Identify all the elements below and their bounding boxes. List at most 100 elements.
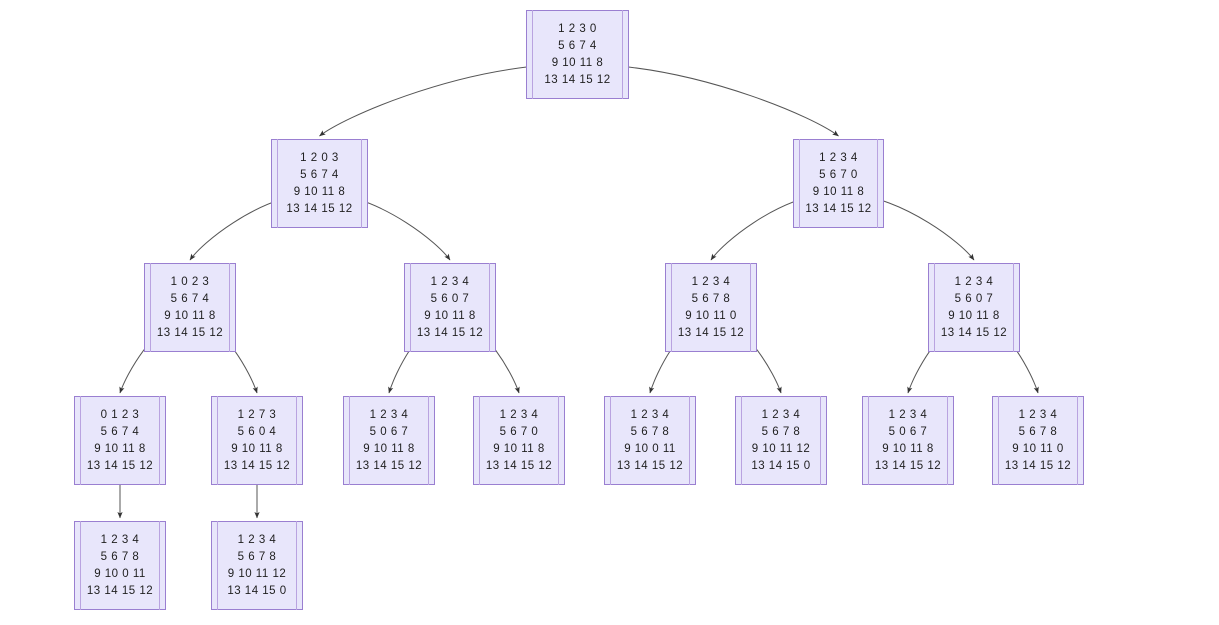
node-grid-row: 5 6 7 4 <box>170 292 210 305</box>
node-grid-row: 1 2 7 3 <box>237 408 277 421</box>
node-grid-row: 9 10 11 8 <box>493 442 545 455</box>
node-grid-row: 13 14 15 12 <box>544 73 611 86</box>
tree-edge <box>608 64 839 137</box>
tree-node[interactable]: 1 2 3 4 5 6 0 7 9 10 11 8 13 14 15 12 <box>928 263 1020 352</box>
node-grid-row: 9 10 11 8 <box>94 442 146 455</box>
node-grid-row: 13 14 15 12 <box>677 326 745 339</box>
node-grid-row: 13 14 15 12 <box>86 584 154 597</box>
node-grid-row: 5 6 7 4 <box>100 425 140 438</box>
node-grid-row: 1 2 3 4 <box>1018 408 1058 421</box>
node-grid-row: 1 2 3 4 <box>888 408 928 421</box>
node-grid: 1 2 0 3 5 6 7 4 9 10 11 8 13 14 15 12 <box>286 150 352 218</box>
node-grid-row: 5 0 6 7 <box>888 425 928 438</box>
node-grid-row: 13 14 15 12 <box>874 459 942 472</box>
node-grid-row: 1 2 3 4 <box>430 275 470 288</box>
node-grid-row: 1 2 3 4 <box>954 275 994 288</box>
node-grid-row: 1 0 2 3 <box>170 275 210 288</box>
tree-node[interactable]: 1 2 3 4 5 6 7 8 9 10 0 11 13 14 15 12 <box>74 521 166 610</box>
node-grid-row: 1 2 3 4 <box>237 533 277 546</box>
node-grid-row: 9 10 11 12 <box>227 567 287 580</box>
node-grid-row: 1 2 3 4 <box>100 533 140 546</box>
node-grid-row: 0 1 2 3 <box>100 408 140 421</box>
node-grid-row: 13 14 15 12 <box>616 459 684 472</box>
tree-node[interactable]: 1 2 3 4 5 6 7 8 9 10 11 0 13 14 15 12 <box>665 263 757 352</box>
tree-node[interactable]: 1 2 3 4 5 0 6 7 9 10 11 8 13 14 15 12 <box>343 396 435 485</box>
tree-edge <box>319 64 547 137</box>
node-grid-row: 1 2 3 4 <box>369 408 409 421</box>
tree-node[interactable]: 1 2 0 3 5 6 7 4 9 10 11 8 13 14 15 12 <box>271 139 368 228</box>
node-grid-row: 13 14 15 12 <box>485 459 553 472</box>
node-grid-row: 13 14 15 0 <box>227 584 287 597</box>
node-grid-row: 5 6 7 8 <box>691 292 731 305</box>
node-grid-row: 5 6 7 8 <box>237 550 277 563</box>
node-grid: 0 1 2 3 5 6 7 4 9 10 11 8 13 14 15 12 <box>87 407 153 475</box>
node-grid-row: 5 6 0 7 <box>430 292 470 305</box>
node-grid-row: 13 14 15 12 <box>805 202 872 215</box>
node-grid-row: 5 6 7 8 <box>100 550 140 563</box>
node-grid-row: 5 6 0 4 <box>237 425 277 438</box>
node-grid-row: 9 10 0 11 <box>624 442 676 455</box>
node-grid: 1 2 3 4 5 6 7 8 9 10 0 11 13 14 15 12 <box>617 407 683 475</box>
node-grid-row: 13 14 15 12 <box>416 326 484 339</box>
node-grid-row: 13 14 15 12 <box>355 459 423 472</box>
node-grid: 1 0 2 3 5 6 7 4 9 10 11 8 13 14 15 12 <box>157 274 223 342</box>
node-grid: 1 2 3 4 5 6 7 0 9 10 11 8 13 14 15 12 <box>805 150 871 218</box>
node-grid-row: 9 10 11 8 <box>164 309 216 322</box>
node-grid-row: 1 2 3 4 <box>761 408 801 421</box>
node-grid-row: 9 10 11 12 <box>751 442 811 455</box>
node-grid-row: 9 10 11 8 <box>363 442 415 455</box>
node-grid: 1 2 3 4 5 6 7 8 9 10 11 0 13 14 15 12 <box>1005 407 1071 475</box>
node-grid-row: 5 6 7 8 <box>1018 425 1058 438</box>
node-grid: 1 2 3 4 5 0 6 7 9 10 11 8 13 14 15 12 <box>875 407 941 475</box>
tree-node[interactable]: 1 2 3 0 5 6 7 4 9 10 11 8 13 14 15 12 <box>526 10 629 99</box>
tree-node[interactable]: 1 2 3 4 5 6 7 0 9 10 11 8 13 14 15 12 <box>793 139 884 228</box>
node-grid-row: 5 6 7 0 <box>819 168 858 181</box>
node-grid-row: 1 2 3 4 <box>691 275 731 288</box>
node-grid-row: 9 10 0 11 <box>94 567 146 580</box>
node-grid: 1 2 7 3 5 6 0 4 9 10 11 8 13 14 15 12 <box>224 407 290 475</box>
node-grid-row: 13 14 15 12 <box>156 326 224 339</box>
node-grid-row: 13 14 15 12 <box>940 326 1008 339</box>
node-grid-row: 1 2 3 4 <box>630 408 670 421</box>
tree-node[interactable]: 1 2 7 3 5 6 0 4 9 10 11 8 13 14 15 12 <box>211 396 303 485</box>
node-grid-row: 1 2 3 4 <box>819 151 858 164</box>
node-grid-row: 1 2 3 4 <box>499 408 539 421</box>
tree-node[interactable]: 1 0 2 3 5 6 7 4 9 10 11 8 13 14 15 12 <box>144 263 236 352</box>
node-grid-row: 5 6 7 8 <box>630 425 670 438</box>
node-grid-row: 9 10 11 0 <box>1012 442 1064 455</box>
tree-node[interactable]: 0 1 2 3 5 6 7 4 9 10 11 8 13 14 15 12 <box>74 396 166 485</box>
node-grid-row: 9 10 11 8 <box>882 442 934 455</box>
node-grid-row: 13 14 15 0 <box>751 459 811 472</box>
tree-node[interactable]: 1 2 3 4 5 6 7 8 9 10 0 11 13 14 15 12 <box>604 396 696 485</box>
node-grid-row: 5 6 7 4 <box>558 39 597 52</box>
tree-node[interactable]: 1 2 3 4 5 6 7 0 9 10 11 8 13 14 15 12 <box>473 396 565 485</box>
node-grid-row: 13 14 15 12 <box>223 459 291 472</box>
node-grid: 1 2 3 4 5 0 6 7 9 10 11 8 13 14 15 12 <box>356 407 422 475</box>
node-grid: 1 2 3 4 5 6 0 7 9 10 11 8 13 14 15 12 <box>941 274 1007 342</box>
tree-node[interactable]: 1 2 3 4 5 0 6 7 9 10 11 8 13 14 15 12 <box>862 396 954 485</box>
node-grid-row: 5 6 0 7 <box>954 292 994 305</box>
node-grid-row: 5 6 7 0 <box>499 425 539 438</box>
node-grid-row: 9 10 11 8 <box>948 309 1000 322</box>
node-grid: 1 2 3 4 5 6 7 0 9 10 11 8 13 14 15 12 <box>486 407 552 475</box>
tree-node[interactable]: 1 2 3 4 5 6 7 8 9 10 11 12 13 14 15 0 <box>211 521 303 610</box>
node-grid: 1 2 3 4 5 6 7 8 9 10 11 0 13 14 15 12 <box>678 274 744 342</box>
node-grid-row: 9 10 11 8 <box>812 185 865 198</box>
tree-node[interactable]: 1 2 3 4 5 6 7 8 9 10 11 0 13 14 15 12 <box>992 396 1084 485</box>
node-grid-row: 9 10 11 0 <box>685 309 737 322</box>
node-grid-row: 5 6 7 4 <box>300 168 339 181</box>
node-grid-row: 13 14 15 12 <box>1004 459 1072 472</box>
node-grid-row: 1 2 3 0 <box>558 22 597 35</box>
node-grid-row: 13 14 15 12 <box>286 202 353 215</box>
node-grid-row: 5 0 6 7 <box>369 425 409 438</box>
node-grid-row: 9 10 11 8 <box>293 185 346 198</box>
node-grid-row: 13 14 15 12 <box>86 459 154 472</box>
node-grid-row: 9 10 11 8 <box>551 56 604 69</box>
node-grid-row: 1 2 0 3 <box>300 151 339 164</box>
node-grid-row: 9 10 11 8 <box>231 442 283 455</box>
